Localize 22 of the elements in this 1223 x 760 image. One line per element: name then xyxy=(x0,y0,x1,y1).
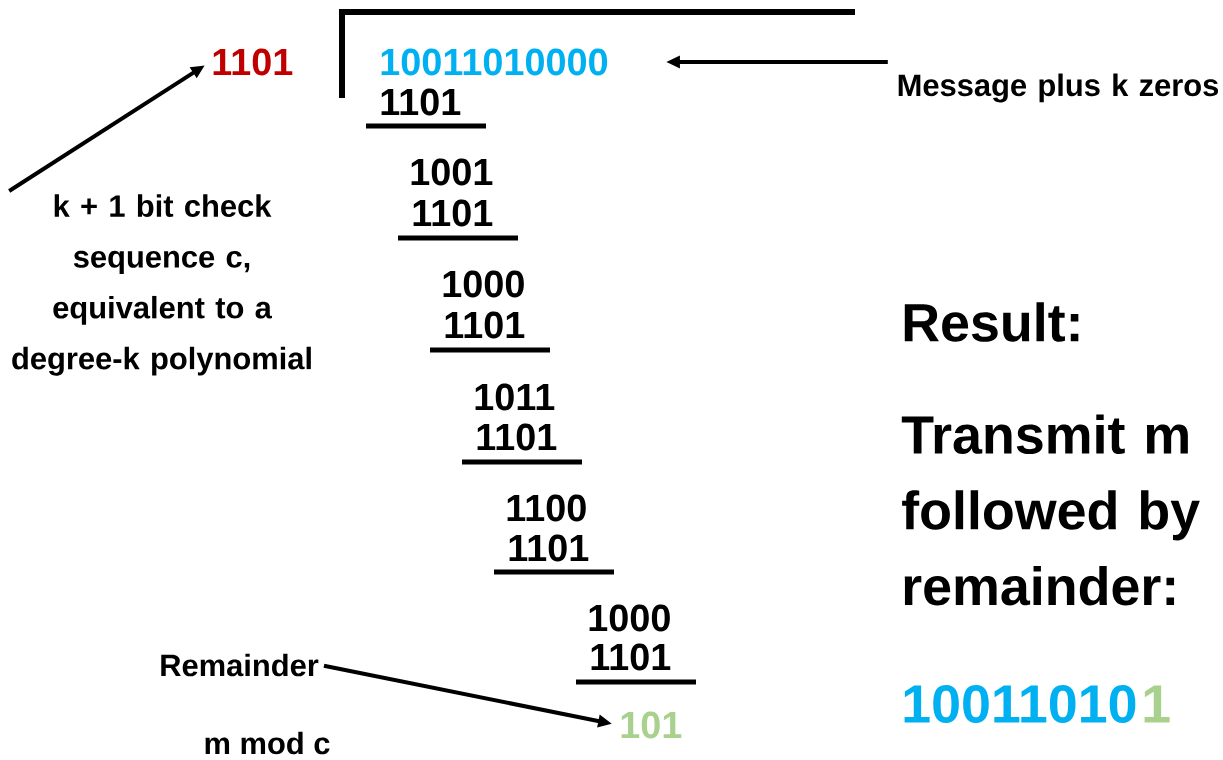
division-row: 1101 xyxy=(381,88,461,116)
annotation-text: Message plus k zeros xyxy=(898,73,1219,103)
heading-text: Result: xyxy=(904,302,1079,342)
divisor-number: 1101 xyxy=(213,48,293,76)
division-row: 1101 xyxy=(477,423,557,451)
body-text: Transmit m followed by remainder: xyxy=(901,414,1200,606)
dividend-number: 10011010000 xyxy=(381,48,608,76)
division-row: 1101 xyxy=(413,199,493,227)
result-number: 1 xyxy=(1144,685,1170,723)
result-number: 10011010 xyxy=(904,684,1136,724)
division-row: 1101 xyxy=(509,534,589,562)
division-row: 1000 xyxy=(443,270,524,298)
division-row: 1100 xyxy=(507,494,586,522)
division-row: 1101 xyxy=(591,643,671,671)
division-row: 1101 xyxy=(445,311,525,339)
annotation-text: k + 1 bit check sequence c, equivalent to a degree-k polynomial xyxy=(12,194,311,376)
division-row: 1011 xyxy=(475,383,555,411)
division-row: 1000 xyxy=(589,604,670,632)
remainder-number: 101 xyxy=(621,711,682,739)
division-row: 1001 xyxy=(411,158,493,186)
annotation-text: m mod c xyxy=(205,731,330,755)
annotation-text: Remainder xyxy=(161,653,319,677)
